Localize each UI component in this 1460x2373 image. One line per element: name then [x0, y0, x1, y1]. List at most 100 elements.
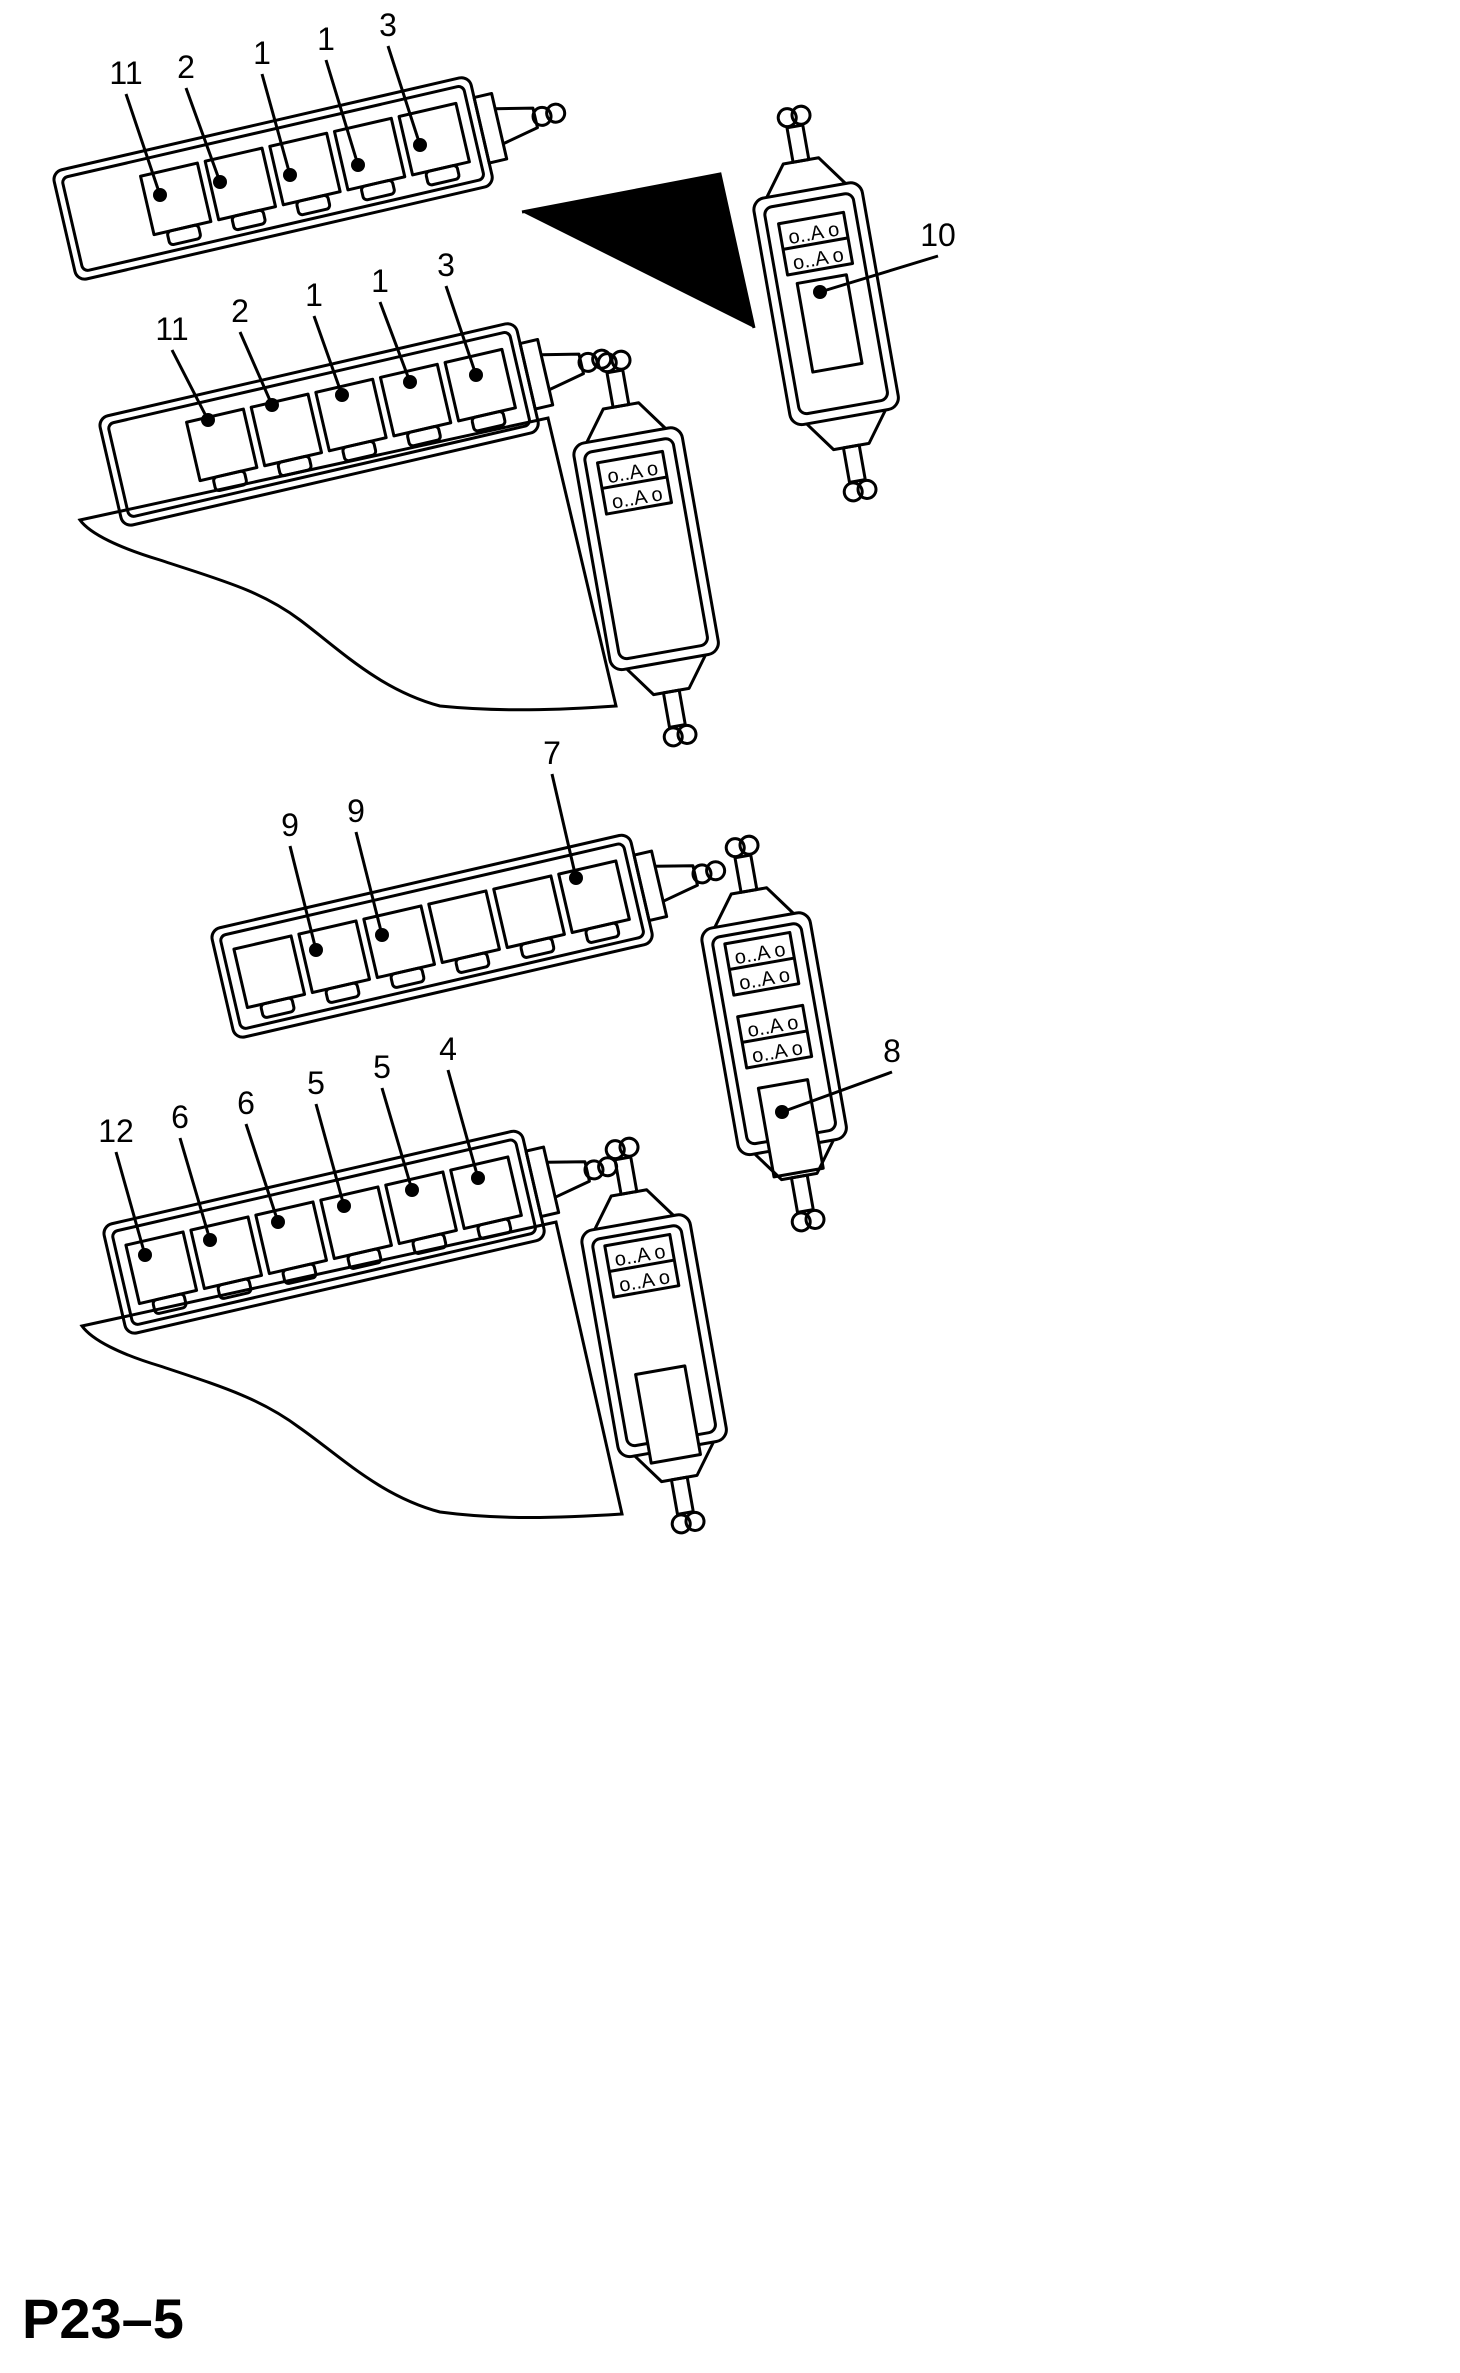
callout-number: 6: [171, 1099, 189, 1135]
leader-line: [354, 831, 384, 936]
callout-number: 3: [437, 247, 455, 283]
relay-slot: [249, 392, 324, 468]
connector: [585, 349, 667, 444]
fuse-box: o..A oo..A o: [572, 349, 720, 748]
leader-line: [444, 285, 478, 376]
leader-line: [124, 93, 162, 196]
connector-line: [521, 172, 756, 329]
callout-number: 2: [177, 49, 195, 85]
relay-slot: [557, 859, 631, 935]
connector: [518, 337, 613, 411]
relay-slot: [449, 1155, 523, 1231]
callout-dot: [403, 375, 417, 389]
relay-slot: [189, 1215, 264, 1291]
callout-number: 1: [305, 277, 323, 313]
callout-dot: [153, 188, 167, 202]
fuse-label: o..A o: [617, 1266, 671, 1297]
callout-dot: [335, 388, 349, 402]
relay-slot: [443, 347, 517, 423]
callout-dot: [138, 1248, 152, 1262]
leader-line: [781, 1070, 893, 1114]
callout-number: 9: [281, 807, 299, 843]
fuse-box: o..A oo..A o: [580, 1136, 728, 1535]
fuse-label: o..A o: [750, 1037, 804, 1068]
callout-dot: [213, 175, 227, 189]
callout-number: 7: [543, 735, 561, 771]
callout-number: 5: [373, 1049, 391, 1085]
connector: [753, 1139, 835, 1233]
fuse-box: o..A oo..A oo..A oo..A o: [700, 834, 848, 1233]
callout-number: 8: [883, 1033, 901, 1069]
relay-slot: [634, 1364, 702, 1465]
callout-number: 10: [920, 217, 956, 253]
callout-dot: [375, 928, 389, 942]
relay-slot: [756, 1078, 825, 1179]
relay-slot: [254, 1200, 328, 1276]
leader-line: [260, 73, 292, 176]
leader-line: [114, 1151, 147, 1256]
relay-slot: [314, 377, 388, 453]
leader-line: [386, 45, 422, 146]
callout-dot: [813, 285, 827, 299]
connector: [625, 654, 707, 748]
relay-slot: [185, 407, 259, 483]
fuse-box: o..A oo..A o: [752, 104, 900, 503]
callout-number: 6: [237, 1085, 255, 1121]
leader-line: [312, 315, 344, 396]
relay-slot: [124, 1230, 199, 1306]
connector: [593, 1136, 675, 1231]
relay-slot: [362, 904, 436, 980]
callout-dot: [351, 158, 365, 172]
callout-dot: [775, 1105, 789, 1119]
leader-line: [288, 845, 318, 951]
callout-dot: [203, 1233, 217, 1247]
relay-slot: [319, 1185, 393, 1261]
leader-line: [324, 59, 360, 166]
mounting-panel: [79, 1220, 624, 1519]
leader-line: [184, 87, 222, 183]
leader-line: [178, 1137, 212, 1241]
callout-number: 9: [347, 793, 365, 829]
leader-line: [550, 773, 578, 879]
relay-box-strip: [98, 322, 613, 527]
callout-number: 5: [307, 1065, 325, 1101]
fuse-label: o..A o: [613, 1241, 667, 1272]
fuse-label: o..A o: [787, 219, 841, 250]
mounting-panel: [77, 416, 618, 712]
callout-number: 3: [379, 7, 397, 43]
callout-number: 12: [98, 1113, 134, 1149]
relay-slot: [332, 116, 407, 192]
callout-number: 1: [371, 263, 389, 299]
connector: [805, 409, 887, 503]
callout-dot: [309, 943, 323, 957]
leader-line: [238, 331, 274, 406]
callout-dot: [405, 1183, 419, 1197]
fuse-label: o..A o: [610, 483, 664, 514]
leader-line: [446, 1069, 480, 1179]
callout-number: 1: [317, 21, 335, 57]
fuse-label: o..A o: [606, 458, 660, 489]
callout-dot: [265, 398, 279, 412]
fuse-label: o..A o: [746, 1012, 800, 1043]
leader-line: [378, 301, 412, 383]
callout-number: 4: [439, 1031, 457, 1067]
fuse-label: o..A o: [733, 939, 787, 970]
fuse-label: o..A o: [737, 964, 791, 995]
fuse-label: o..A o: [791, 244, 845, 275]
callout-number: 11: [155, 311, 188, 347]
callout-number: 2: [231, 293, 249, 329]
callout-dot: [271, 1215, 285, 1229]
connector: [472, 91, 567, 165]
relay-slot: [427, 889, 501, 965]
connector: [713, 834, 795, 929]
relay-slot: [297, 919, 372, 995]
leader-line: [380, 1087, 414, 1191]
relay-slot: [232, 934, 307, 1010]
leader-line: [819, 254, 939, 294]
leader-line: [244, 1123, 280, 1223]
callout-dot: [283, 168, 297, 182]
leader-line: [314, 1103, 346, 1207]
callout-number: 11: [109, 55, 142, 91]
